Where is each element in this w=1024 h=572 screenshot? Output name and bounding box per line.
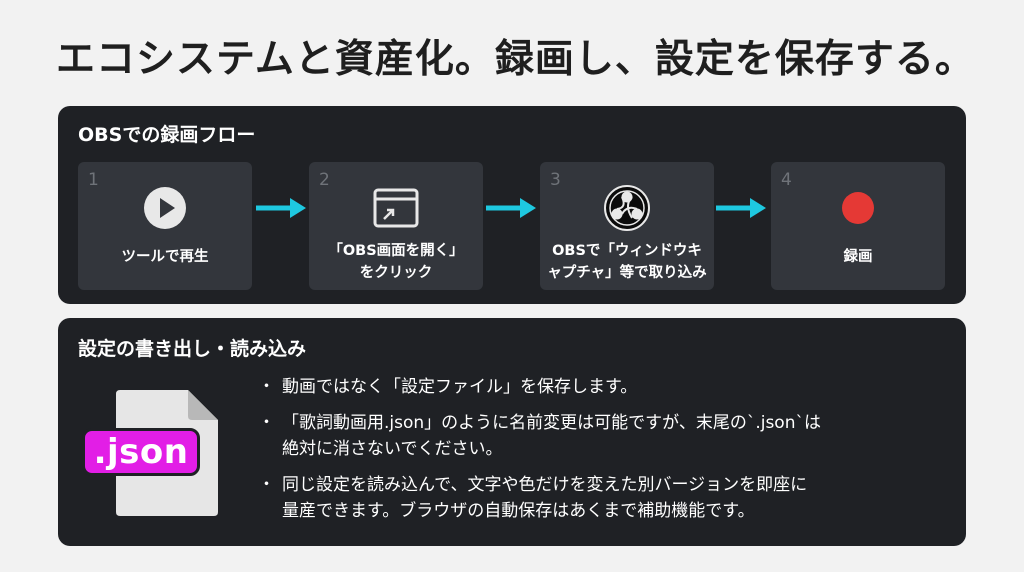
step-label: 「OBS画面を開く」 をクリック <box>328 243 464 281</box>
obs-flow-panel: OBSでの録画フロー 1 ツールで再生 2 「OBS画面を開く」 <box>58 106 966 304</box>
list-item: 動画ではなく「設定ファイル」を保存します。 <box>258 374 952 400</box>
arrow-right-icon <box>716 198 766 218</box>
flow-step-1: 1 ツールで再生 <box>78 162 252 290</box>
step-label: ツールで再生 <box>121 249 209 265</box>
arrow-right-icon <box>486 198 536 218</box>
flow-step-4: 4 録画 <box>771 162 945 290</box>
page-title: エコシステムと資産化。録画し、設定を保存する。 <box>56 37 975 82</box>
step-label: 録画 <box>843 249 873 265</box>
flow-step-2: 2 「OBS画面を開く」 をクリック <box>309 162 483 290</box>
step-number: 4 <box>781 170 792 190</box>
list-item: 「歌詞動画用.json」のように名前変更は可能ですが、末尾の`.json`は 絶… <box>258 410 952 462</box>
step-number: 3 <box>550 170 561 190</box>
list-item: 同じ設定を読み込んで、文字や色だけを変えた別バージョンを即座に 量産できます。ブ… <box>258 472 952 524</box>
arrow-right-icon <box>256 198 306 218</box>
step-number: 1 <box>88 170 99 190</box>
step-label: OBSで「ウィンドウキ ャプチャ」等で取り込み <box>547 243 707 281</box>
settings-bullet-list: 動画ではなく「設定ファイル」を保存します。 「歌詞動画用.json」のように名前… <box>258 374 952 534</box>
flow-step-3: 3 OBSで「ウィンドウキ ャプチャ」等で取り込み <box>540 162 714 290</box>
record-icon <box>834 184 882 232</box>
json-badge: .json <box>82 428 200 476</box>
window-open-icon <box>372 184 420 232</box>
play-icon <box>141 184 189 232</box>
obs-logo-icon <box>603 184 651 232</box>
step-number: 2 <box>319 170 330 190</box>
settings-title: 設定の書き出し・読み込み <box>78 338 307 360</box>
obs-flow-title: OBSでの録画フロー <box>78 124 256 146</box>
settings-panel: 設定の書き出し・読み込み .json 動画ではなく「設定ファイル」を保存します。… <box>58 318 966 546</box>
